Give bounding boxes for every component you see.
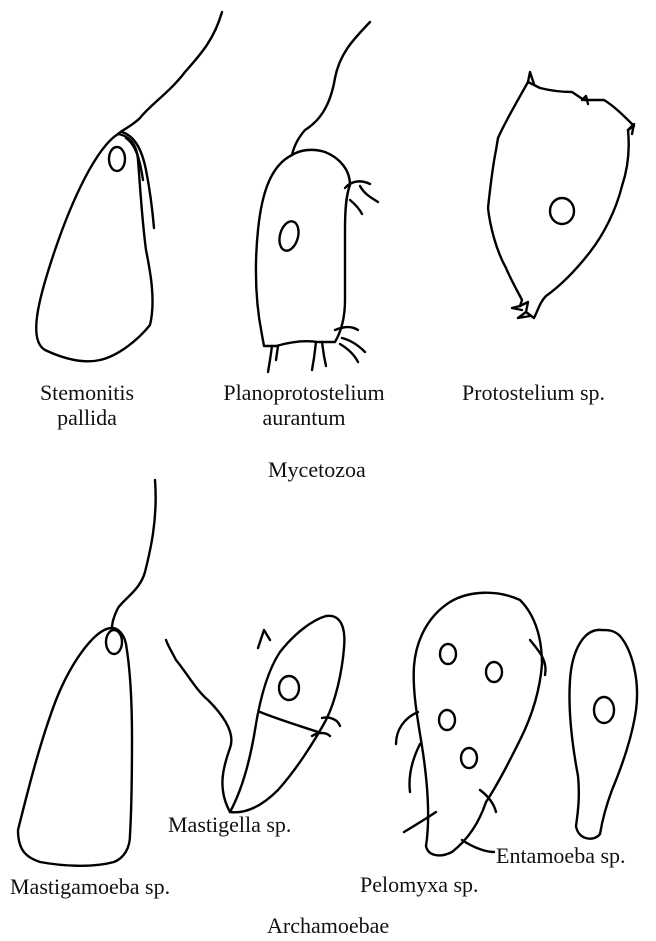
planoprotostelium-label: Planoprotostelium aurantum <box>206 380 402 430</box>
mastigamoeba-flagellum <box>112 480 156 628</box>
pelomyxa-drawing <box>396 593 546 856</box>
entamoeba-drawing <box>569 630 637 839</box>
mastigamoeba-drawing <box>18 480 156 866</box>
pelomyxa-nucleus-3 <box>439 710 455 730</box>
stemonitis-label-line2: pallida <box>22 405 152 430</box>
pelomyxa-cell-outline <box>414 593 542 856</box>
pelomyxa-filaments <box>396 712 496 852</box>
archamoebae-group-label: Archamoebae <box>267 913 389 938</box>
protostelium-cell-outline <box>488 82 634 318</box>
entamoeba-label: Entamoeba sp. <box>496 843 626 868</box>
pelomyxa-nucleus-1 <box>440 644 456 664</box>
planoprotostelium-label-line2: aurantum <box>206 405 402 430</box>
pelomyxa-lobopodium <box>530 640 546 675</box>
entamoeba-cell-outline <box>569 630 637 839</box>
planoprotostelium-label-line1: Planoprotostelium <box>206 380 402 405</box>
mastigella-drawing <box>166 616 344 813</box>
stemonitis-pallida-drawing <box>36 12 222 361</box>
protostelium-nucleus <box>550 198 574 224</box>
mastigella-flagellum <box>166 640 231 812</box>
planoprotostelium-flagellum <box>292 22 370 155</box>
mycetozoa-group-label: Mycetozoa <box>268 457 366 482</box>
stemonitis-cell-outline <box>36 134 152 361</box>
planoprotostelium-drawing <box>256 22 378 372</box>
protostelium-label: Protostelium sp. <box>462 380 605 405</box>
mastigella-label: Mastigella sp. <box>168 812 291 837</box>
mastigamoeba-nucleus <box>106 630 122 654</box>
mastigamoeba-label: Mastigamoeba sp. <box>10 874 170 899</box>
pelomyxa-nucleus-2 <box>486 662 502 682</box>
entamoeba-nucleus <box>594 697 614 723</box>
stemonitis-undulating-membrane <box>122 132 154 228</box>
stemonitis-flagellum <box>118 12 222 134</box>
stemonitis-nucleus <box>109 147 125 171</box>
mastigamoeba-cell-outline <box>18 628 132 866</box>
stemonitis-label-line1: Stemonitis <box>22 380 152 405</box>
pelomyxa-nucleus-4 <box>461 748 477 768</box>
mastigella-cell-outline <box>230 616 344 813</box>
planoprotostelium-cell-outline <box>256 150 350 346</box>
mastigella-nucleus <box>279 676 299 700</box>
stemonitis-label: Stemonitis pallida <box>22 380 152 430</box>
planoprotostelium-nucleus <box>276 219 301 253</box>
protostelium-drawing <box>488 72 634 318</box>
pelomyxa-label: Pelomyxa sp. <box>360 872 479 897</box>
